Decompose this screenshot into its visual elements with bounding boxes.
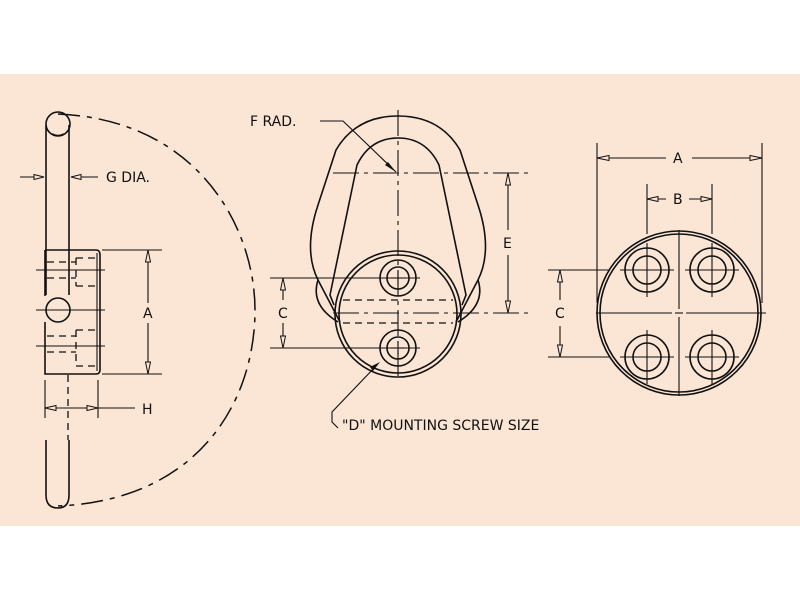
front-view: F RAD. E C "D" MOUNTING SCREW SIZE: [250, 110, 539, 434]
g-dia-label: G DIA.: [106, 170, 150, 186]
side-view: G DIA. A H: [20, 111, 256, 509]
screw-hole-br: [685, 330, 739, 384]
side-a-label: A: [143, 306, 153, 322]
screw-hole-tl: [620, 243, 674, 297]
d-mounting-screw-callout: "D" MOUNTING SCREW SIZE: [342, 418, 539, 434]
front-c-label: C: [278, 306, 288, 322]
f-rad-label: F RAD.: [250, 114, 296, 130]
drawing-panel: [0, 74, 800, 526]
side-h-label: H: [142, 402, 153, 418]
base-c-label: C: [555, 306, 565, 322]
base-b-label: B: [673, 192, 683, 208]
ring-inner: [329, 137, 467, 306]
screw-hole-bl: [620, 330, 674, 384]
ring-top-circle: [45, 111, 71, 137]
screw-hole-tr: [685, 243, 739, 297]
mounting-plate-side: [44, 249, 101, 375]
front-e-label: E: [503, 236, 512, 252]
swing-arc: [57, 113, 256, 507]
base-a-label: A: [673, 151, 683, 167]
base-view: A B C: [548, 143, 766, 396]
